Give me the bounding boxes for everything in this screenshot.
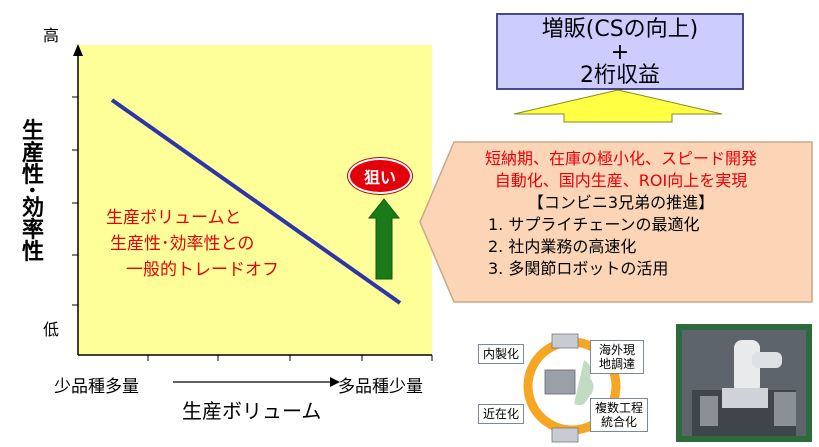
tradeoff-annotation: 生産ボリュームと 生産性･効率性との 一般的トレードオフ (106, 205, 330, 283)
goal-line-1: 増販(CSの向上) (541, 17, 699, 42)
cycle-label-integration: 複数工程統合化 (590, 398, 648, 432)
truck-icon-2 (551, 427, 579, 443)
strategy-item-2: 2. 社内業務の高速化 (488, 237, 637, 256)
strategy-item-1: 1. サプライチェーンの最適化 (488, 215, 700, 234)
robot-arm-icon (682, 330, 806, 436)
cycle-label-overseas: 海外現地調達 (590, 340, 644, 374)
x-axis-right-label: 多品種少量 (338, 377, 423, 397)
target-badge: 狙い (348, 158, 412, 194)
tradeoff-line-1: 生産ボリュームと (106, 208, 242, 228)
up-arrow (367, 198, 401, 280)
x-axis-title: 生産ボリューム (182, 399, 322, 423)
goal-arrow (513, 89, 723, 123)
y-axis-arrowhead (73, 44, 83, 56)
y-ticks (72, 96, 78, 306)
y-axis-high-label: 高 (43, 26, 60, 45)
robot-arm-photo-inner (682, 330, 806, 436)
strategy-red-line-2: 自動化、国内生産、ROI向上を実現 (494, 171, 748, 190)
strategy-text: 短納期、在庫の極小化、スピード開発 自動化、国内生産、ROI向上を実現 【コンビ… (428, 148, 814, 280)
tradeoff-line (110, 98, 402, 305)
x-ticks (147, 355, 433, 361)
robot-arm-photo (676, 324, 812, 442)
factory-icon (544, 369, 576, 395)
goal-box: 増販(CSの向上) + 2桁収益 (496, 13, 744, 90)
strategy-red-line-1: 短納期、在庫の極小化、スピード開発 (484, 149, 757, 168)
x-axis-left-label: 少品種多量 (54, 377, 139, 397)
strategy-callout (419, 141, 813, 303)
strategy-heading: 【コンビニ3兄弟の推進】 (527, 193, 715, 212)
tradeoff-line-2: 生産性･効率性との (110, 234, 255, 254)
y-axis-low-label: 低 (43, 320, 60, 339)
goal-line-2: + (610, 40, 630, 65)
strategy-item-3: 3. 多関節ロボットの活用 (488, 259, 669, 278)
cycle-label-insourcing: 内製化 (478, 344, 525, 364)
truck-icon (551, 333, 579, 349)
cycle-label-nearshore: 近在化 (478, 404, 525, 424)
goal-line-3: 2桁収益 (580, 63, 660, 88)
japan-map-icon (574, 360, 594, 406)
y-axis-title: 生産性･効率性 (18, 118, 43, 262)
x-direction-arrowhead (330, 377, 340, 387)
tradeoff-line-3: 一般的トレードオフ (126, 260, 279, 280)
